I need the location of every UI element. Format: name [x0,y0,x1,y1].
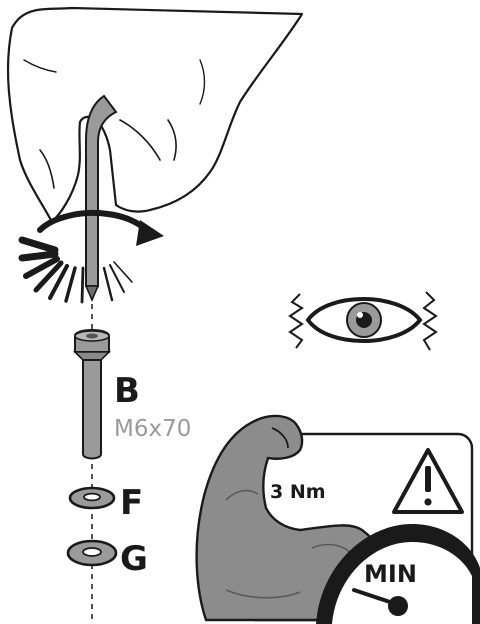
washer-icon [70,488,114,508]
torque-value: 3 Nm [270,481,326,503]
part-b-letter: B [114,371,140,411]
eye-icon [290,292,436,350]
torque-panel: 3 Nm MIN [197,416,480,624]
gauge-label: MIN [364,560,417,588]
hand-icon [8,8,302,222]
part-f-letter: F [120,483,143,523]
part-b-size: M6x70 [114,416,191,442]
washer-icon [68,541,116,565]
part-g-letter: G [120,539,148,579]
bolt-icon [75,330,109,459]
